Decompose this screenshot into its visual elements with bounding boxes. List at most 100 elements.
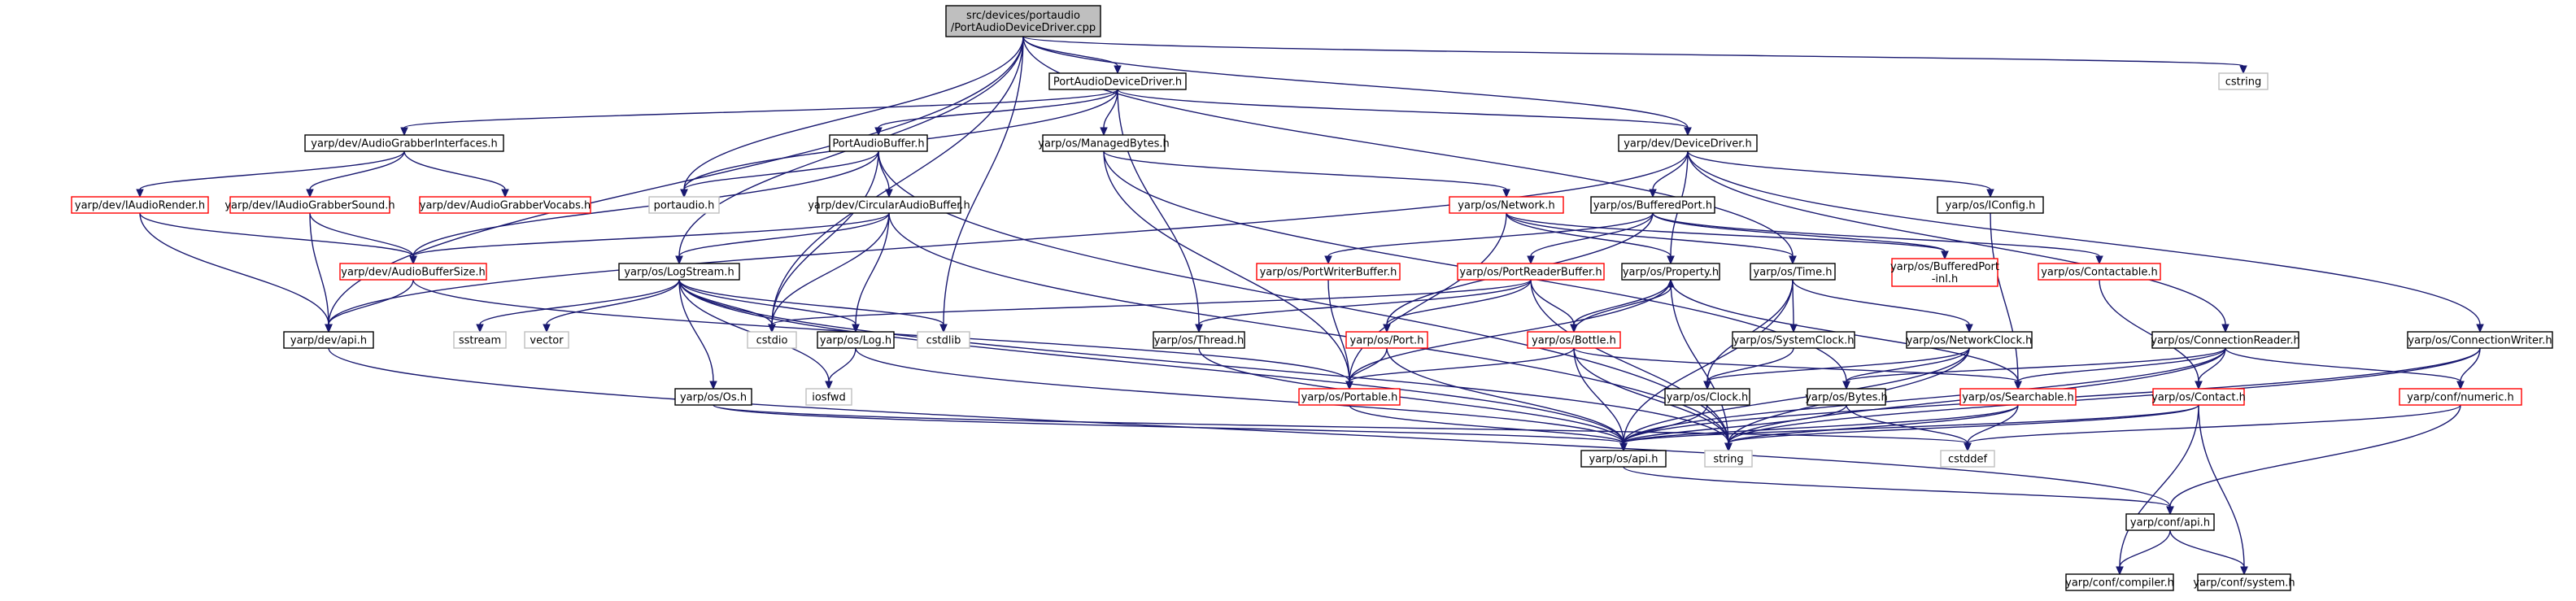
node-mb[interactable]: yarp/os/ManagedBytes.h <box>1038 134 1170 152</box>
edge-line <box>1327 212 1654 257</box>
node-label: yarp/os/Network.h <box>1458 200 1554 212</box>
edge-layer <box>136 36 2484 576</box>
node-box <box>1048 72 1187 90</box>
node-prop[interactable]: yarp/os/Property.h <box>1621 263 1720 281</box>
edge-arrowhead <box>852 324 860 333</box>
node-box <box>1940 450 1995 468</box>
edge-line <box>1706 279 1794 382</box>
node-sysclock[interactable]: yarp/os/SystemClock.h <box>1732 331 1855 349</box>
edge-prop-to-bottle <box>1570 279 1672 333</box>
node-iconfig[interactable]: yarp/os/IConfig.h <box>1937 196 2044 214</box>
node-portable[interactable]: yarp/os/Portable.h <box>1298 388 1401 406</box>
node-contact[interactable]: yarp/os/Contact.h <box>2151 388 2246 406</box>
node-agv[interactable]: yarp/dev/AudioGrabberVocabs.h <box>419 196 591 214</box>
node-cstdio: cstdio <box>747 331 797 349</box>
edge-line <box>683 36 1024 190</box>
node-label: cstdlib <box>926 335 961 347</box>
node-thread[interactable]: yarp/os/Thread.h <box>1153 331 1245 349</box>
node-port[interactable]: yarp/os/Port.h <box>1345 331 1428 349</box>
edge-osapi-to-confapi <box>1623 466 2174 516</box>
node-agi[interactable]: yarp/dev/AudioGrabberInterfaces.h <box>304 134 504 152</box>
node-label: yarp/dev/CircularAudioBuffer.h <box>808 200 970 212</box>
node-searchable[interactable]: yarp/os/Searchable.h <box>1959 388 2077 406</box>
edge-pab-to-cab <box>878 150 893 198</box>
node-devapi[interactable]: yarp/dev/api.h <box>283 331 374 349</box>
node-cstddef: cstddef <box>1940 450 1995 468</box>
node-box <box>1457 263 1605 281</box>
edge-line <box>546 279 680 325</box>
node-osapi[interactable]: yarp/os/api.h <box>1580 450 1667 468</box>
edge-arrowhead <box>1195 324 1203 333</box>
node-bpinl[interactable]: yarp/os/BufferedPort-inl.h <box>1890 258 1999 287</box>
edge-line <box>855 212 890 325</box>
node-abs[interactable]: yarp/dev/AudioBufferSize.h <box>339 263 487 281</box>
edge-connreader-to-contact <box>2195 347 2226 390</box>
node-box <box>1153 331 1245 349</box>
node-pwb[interactable]: yarp/os/PortWriterBuffer.h <box>1256 263 1401 281</box>
edge-line <box>1792 279 1970 325</box>
node-root[interactable]: src/devices/portaudio/PortAudioDeviceDri… <box>945 5 1101 37</box>
node-iar[interactable]: yarp/dev/IAudioRender.h <box>71 196 209 214</box>
edge-line <box>1990 212 2019 382</box>
edge-line <box>828 347 856 382</box>
node-ls[interactable]: yarp/os/LogStream.h <box>618 263 740 281</box>
node-box <box>2038 263 2161 281</box>
node-bytes[interactable]: yarp/os/Bytes.h <box>1805 388 1888 406</box>
node-label: yarp/os/Portable.h <box>1301 392 1398 404</box>
node-clock[interactable]: yarp/os/Clock.h <box>1664 388 1750 406</box>
edge-line <box>328 36 1024 325</box>
edge-line <box>1706 347 1794 382</box>
node-label: yarp/dev/api.h <box>290 335 367 347</box>
edge-arrowhead <box>1703 381 1711 390</box>
node-cab[interactable]: yarp/dev/CircularAudioBuffer.h <box>808 196 970 214</box>
node-box <box>304 134 504 152</box>
edge-line <box>1573 279 1672 325</box>
node-prb[interactable]: yarp/os/PortReaderBuffer.h <box>1457 263 1605 281</box>
edge-line <box>1706 347 1970 382</box>
node-system[interactable]: yarp/conf/system.h <box>2193 573 2295 591</box>
node-bottle[interactable]: yarp/os/Bottle.h <box>1527 331 1621 349</box>
node-label: yarp/os/NetworkClock.h <box>1907 335 2033 347</box>
node-connreader[interactable]: yarp/os/ConnectionReader.h <box>2151 331 2300 349</box>
node-box <box>1621 263 1720 281</box>
node-log[interactable]: yarp/os/Log.h <box>817 331 895 349</box>
edge-line <box>713 404 1624 444</box>
edge-agi-to-agv <box>403 150 509 198</box>
edge-root-to-cstring <box>1022 36 2247 75</box>
node-label: yarp/os/Clock.h <box>1667 392 1748 404</box>
node-portaudio: portaudio.h <box>648 196 720 214</box>
node-confapi[interactable]: yarp/conf/api.h <box>2125 513 2215 531</box>
node-time[interactable]: yarp/os/Time.h <box>1750 263 1836 281</box>
node-padh[interactable]: PortAudioDeviceDriver.h <box>1048 72 1187 90</box>
node-dd[interactable]: yarp/dev/DeviceDriver.h <box>1618 134 1758 152</box>
node-connwriter[interactable]: yarp/os/ConnectionWriter.h <box>2407 331 2553 349</box>
node-label: yarp/dev/AudioGrabberInterfaces.h <box>311 138 498 150</box>
edge-log-to-iosfwd <box>825 347 856 390</box>
node-box <box>2407 331 2553 349</box>
node-netclock[interactable]: yarp/os/NetworkClock.h <box>1906 331 2033 349</box>
edge-connreader-to-bytes <box>1842 347 2226 390</box>
edge-arrowhead <box>1619 442 1628 452</box>
node-contactable[interactable]: yarp/os/Contactable.h <box>2038 263 2161 281</box>
edge-line <box>1967 404 2019 444</box>
node-iosfwd: iosfwd <box>805 388 852 406</box>
node-label: -inl.h <box>1932 273 1959 285</box>
node-box <box>1664 388 1750 406</box>
node-box <box>229 196 390 214</box>
edge-line <box>1623 404 2019 444</box>
edge-line <box>1652 212 2100 257</box>
node-iags[interactable]: yarp/dev/IAudioGrabberSound.h <box>224 196 395 214</box>
edge-ls-to-cstdlib <box>678 279 948 333</box>
node-compiler[interactable]: yarp/conf/compiler.h <box>2065 573 2174 591</box>
node-bp[interactable]: yarp/os/BufferedPort.h <box>1590 196 1715 214</box>
edge-line <box>1117 89 1689 128</box>
node-box <box>648 196 720 214</box>
node-numeric[interactable]: yarp/conf/numeric.h <box>2399 388 2522 406</box>
node-net[interactable]: yarp/os/Network.h <box>1449 196 1564 214</box>
node-os[interactable]: yarp/os/Os.h <box>674 388 752 406</box>
node-pab[interactable]: PortAudioBuffer.h <box>829 134 928 152</box>
edge-line <box>1530 212 1654 257</box>
edge-line <box>678 279 856 325</box>
edge-arrowhead <box>1100 127 1108 137</box>
node-box <box>945 5 1101 37</box>
